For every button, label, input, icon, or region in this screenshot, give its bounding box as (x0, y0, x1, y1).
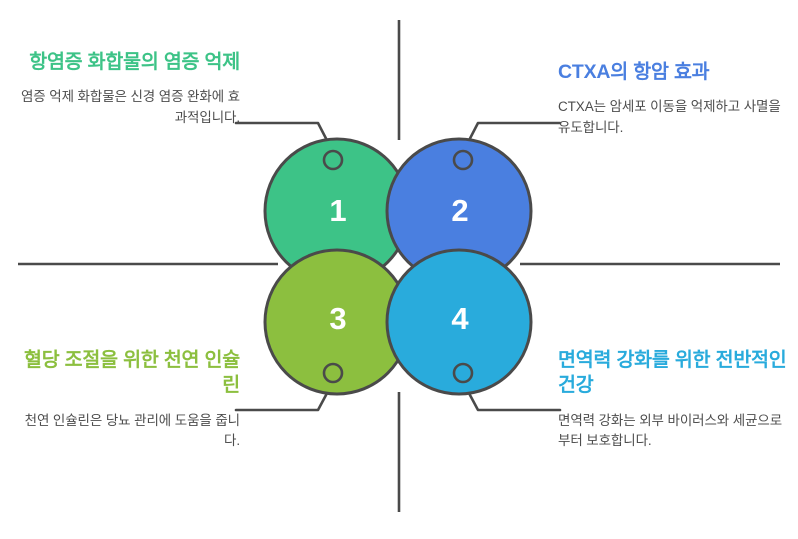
callout-block-2: CTXA의 항암 효과 CTXA는 암세포 이동을 억제하고 사멸을 유도합니다… (558, 60, 788, 138)
callout-heading-4: 면역력 강화를 위한 전반적인 건강 (558, 349, 787, 397)
callout-heading-3: 혈당 조절을 위한 천연 인슐린 (23, 349, 240, 397)
connector-ring-markers (322, 149, 474, 384)
circle-4[interactable] (385, 248, 533, 396)
callout-block-4: 면역력 강화를 위한 전반적인 건강 면역력 강화는 외부 바이러스와 세균으로… (558, 348, 788, 452)
connector-ring-4 (452, 362, 474, 384)
callout-block-1: 항염증 화합물의 염증 억제 염증 억제 화합물은 신경 염증 완화에 효과적입… (10, 50, 240, 128)
callout-body-3: 천연 인슐린은 당뇨 관리에 도움을 줍니다. (24, 412, 240, 449)
connector-ring-3 (322, 362, 344, 384)
axis-lines (18, 20, 780, 512)
circle-cluster (263, 137, 533, 396)
callout-heading-2: CTXA의 항암 효과 (558, 61, 710, 83)
callout-block-3: 혈당 조절을 위한 천연 인슐린 천연 인슐린은 당뇨 관리에 도움을 줍니다. (10, 348, 240, 452)
connector-ring-2 (452, 149, 474, 171)
callout-heading-1: 항염증 화합물의 염증 억제 (29, 51, 240, 73)
callout-body-1: 염증 억제 화합물은 신경 염증 완화에 효과적입니다. (20, 89, 240, 125)
callout-body-2: CTXA는 암세포 이동을 억제하고 사멸을 유도합니다. (558, 99, 781, 135)
callout-body-4: 면역력 강화는 외부 바이러스와 세균으로부터 보호합니다. (558, 412, 783, 449)
connector-ring-1 (322, 149, 344, 171)
